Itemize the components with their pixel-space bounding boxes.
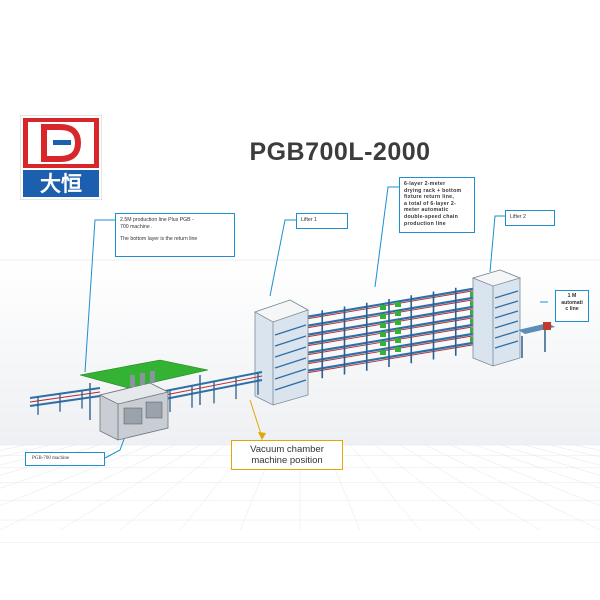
pgb-machine-panel — [145, 401, 163, 419]
automatic-line-line-3: c line — [565, 306, 579, 313]
drive-unit — [380, 332, 386, 337]
automatic-line-line-2: automati — [561, 299, 583, 306]
floor-grid-line — [524, 444, 600, 466]
lifter-2-shelf — [494, 340, 519, 349]
drying-rack-line-4: a total of 6-layer 2- — [404, 200, 457, 207]
pgb-machine-cylinder — [140, 373, 145, 385]
floor-grid-line — [499, 444, 600, 476]
drive-unit — [395, 329, 401, 334]
callout-lifter-1-text: Lifter 1 — [301, 217, 317, 223]
lifter-2-shelf — [494, 330, 519, 339]
callout-vacuum-chamber: Vacuum chamber machine position — [231, 440, 343, 470]
lifter-1-shelf — [274, 368, 307, 380]
pgb-machine-text: PGB-700 machine — [32, 456, 70, 461]
floor-grid-line — [349, 444, 421, 531]
automatic-line-line-1: 1 M — [567, 293, 577, 299]
left-conveyor-rail — [29, 395, 101, 407]
drive-unit — [395, 302, 401, 307]
drying-rack-line-2: drying rack + bottom — [404, 187, 462, 194]
lifter-1-shelf — [274, 379, 307, 391]
drying-rack-line-6: double-speed chain — [404, 213, 459, 220]
lifter-2-shelf — [494, 290, 519, 299]
drive-unit — [395, 347, 401, 352]
floor-grid-line — [119, 444, 226, 531]
drying-rack-line-1: 6-layer 2-meter — [404, 181, 446, 187]
lifter-1-shelf — [274, 357, 307, 369]
pgb-machine-panel — [123, 407, 143, 425]
lower-conveyor-rail — [159, 371, 263, 393]
callout-lifter-2: Lifter 2 — [505, 210, 555, 226]
page-title: PGB700L-2000 — [249, 138, 431, 166]
floor-grid-line — [374, 444, 481, 531]
vacuum-chamber-text-1: Vacuum chamber — [250, 444, 324, 455]
floor-grid-line — [0, 444, 151, 506]
drying-rack-line-7: production line — [404, 220, 446, 227]
floor-grid-line — [0, 444, 176, 531]
left-conveyor-rail — [29, 391, 101, 403]
drive-unit — [380, 341, 386, 346]
lifter-2-top — [471, 269, 522, 287]
lifter-2-shelf — [494, 320, 519, 329]
lifter-1-shelf — [274, 324, 307, 336]
floor-grid-line — [0, 444, 26, 451]
floor-grid-line — [399, 444, 541, 531]
company-logo: 大恒 — [20, 115, 102, 200]
drive-unit — [395, 320, 401, 325]
automatic-line-motor — [543, 322, 551, 330]
floor-grid-line — [449, 444, 600, 506]
floor-grid-line — [59, 444, 201, 531]
floor-grid-line — [0, 444, 76, 466]
floor-grid-line — [474, 444, 600, 489]
drive-unit — [380, 350, 386, 355]
lower-conveyor-rail — [159, 379, 263, 401]
drive-unit — [380, 305, 386, 310]
lifter-1-shelf — [274, 335, 307, 347]
lifter-1-shelf — [274, 346, 307, 358]
floor-grid-line — [424, 444, 600, 531]
callout-production-line-text-1: 2.5M production line Plus PGB - — [120, 217, 194, 223]
left-conveyor-rail — [29, 387, 101, 399]
drive-unit — [380, 323, 386, 328]
vacuum-chamber-text-2: machine position — [251, 455, 323, 466]
drive-unit — [395, 311, 401, 316]
lifter-2-shelf — [494, 310, 519, 319]
drive-unit — [395, 338, 401, 343]
pgb-machine-cylinder — [150, 371, 155, 383]
lower-conveyor-rail — [159, 375, 263, 397]
floor-grid-line — [549, 444, 600, 458]
callout-production-line-text-2: 700 machine . — [120, 223, 153, 230]
callout-production-line: 2.5M production line Plus PGB - 700 mach… — [115, 213, 235, 257]
callout-return-line-note: The bottom layer is the return line — [120, 236, 198, 243]
lifter-1-top — [254, 299, 309, 323]
drying-rack-line-5: meter automatic — [404, 207, 449, 214]
lifter-2-shelf — [494, 300, 519, 309]
floor-grid-line — [574, 444, 600, 451]
drying-rack-line-3: fixture return line, — [404, 194, 455, 201]
callout-lifter-1: Lifter 1 — [296, 213, 348, 229]
callout-pgb-machine: PGB-700 machine — [25, 452, 105, 466]
callout-lifter-2-text: Lifter 2 — [510, 214, 526, 220]
drive-unit — [380, 314, 386, 319]
logo-text: 大恒 — [40, 172, 82, 196]
pgb-machine-cylinder — [130, 375, 135, 387]
